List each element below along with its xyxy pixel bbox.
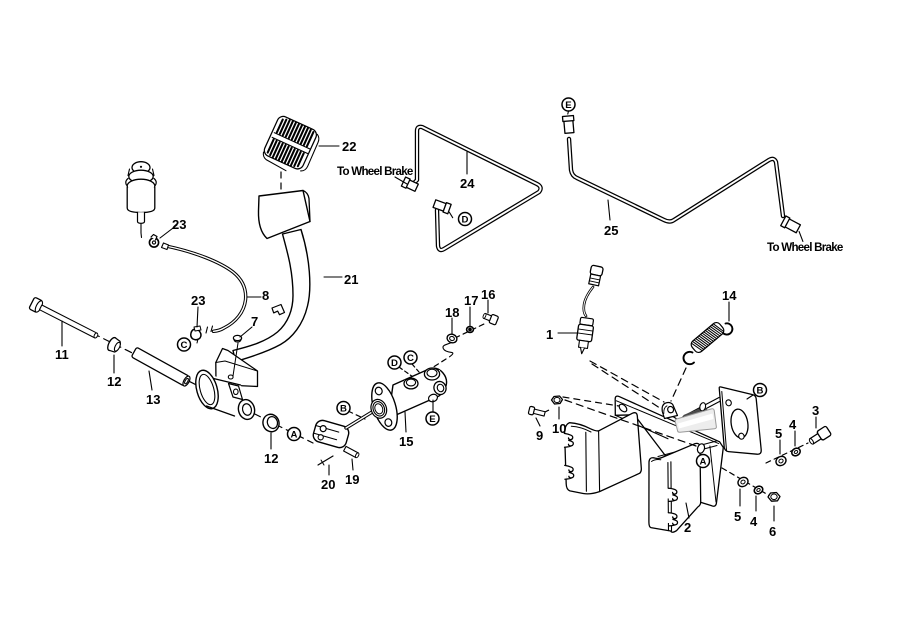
svg-text:10: 10 <box>552 421 566 436</box>
svg-text:21: 21 <box>344 272 358 287</box>
svg-text:15: 15 <box>399 434 413 449</box>
svg-text:9: 9 <box>536 428 543 443</box>
svg-text:23: 23 <box>191 293 205 308</box>
svg-text:C: C <box>407 353 414 364</box>
svg-text:E: E <box>429 414 436 425</box>
svg-text:D: D <box>391 358 398 369</box>
svg-text:12: 12 <box>107 374 121 389</box>
svg-text:4: 4 <box>750 514 758 529</box>
svg-text:B: B <box>757 386 764 397</box>
svg-text:7: 7 <box>251 314 258 329</box>
svg-text:25: 25 <box>604 223 618 238</box>
svg-text:4: 4 <box>789 417 797 432</box>
svg-text:14: 14 <box>722 288 737 303</box>
svg-text:D: D <box>462 215 469 226</box>
svg-text:3: 3 <box>812 403 819 418</box>
svg-text:B: B <box>340 404 347 415</box>
svg-text:12: 12 <box>264 451 278 466</box>
svg-text:6: 6 <box>769 524 776 539</box>
svg-text:E: E <box>565 100 572 111</box>
svg-text:18: 18 <box>445 305 459 320</box>
svg-text:20: 20 <box>321 477 335 492</box>
svg-text:A: A <box>291 430 298 441</box>
svg-text:C: C <box>181 340 188 351</box>
svg-text:24: 24 <box>460 176 475 191</box>
svg-text:1: 1 <box>546 327 553 342</box>
svg-text:22: 22 <box>342 139 356 154</box>
svg-text:8: 8 <box>262 288 269 303</box>
svg-text:5: 5 <box>775 426 782 441</box>
svg-text:To Wheel Brake: To Wheel Brake <box>337 165 414 178</box>
svg-text:A: A <box>700 457 707 468</box>
svg-text:19: 19 <box>345 472 359 487</box>
svg-text:23: 23 <box>172 217 186 232</box>
svg-text:To Wheel Brake: To Wheel Brake <box>767 241 844 254</box>
svg-text:17: 17 <box>464 293 478 308</box>
svg-text:2: 2 <box>684 520 691 535</box>
svg-text:13: 13 <box>146 392 160 407</box>
svg-text:16: 16 <box>481 287 495 302</box>
svg-text:11: 11 <box>55 347 69 362</box>
svg-text:5: 5 <box>734 509 741 524</box>
